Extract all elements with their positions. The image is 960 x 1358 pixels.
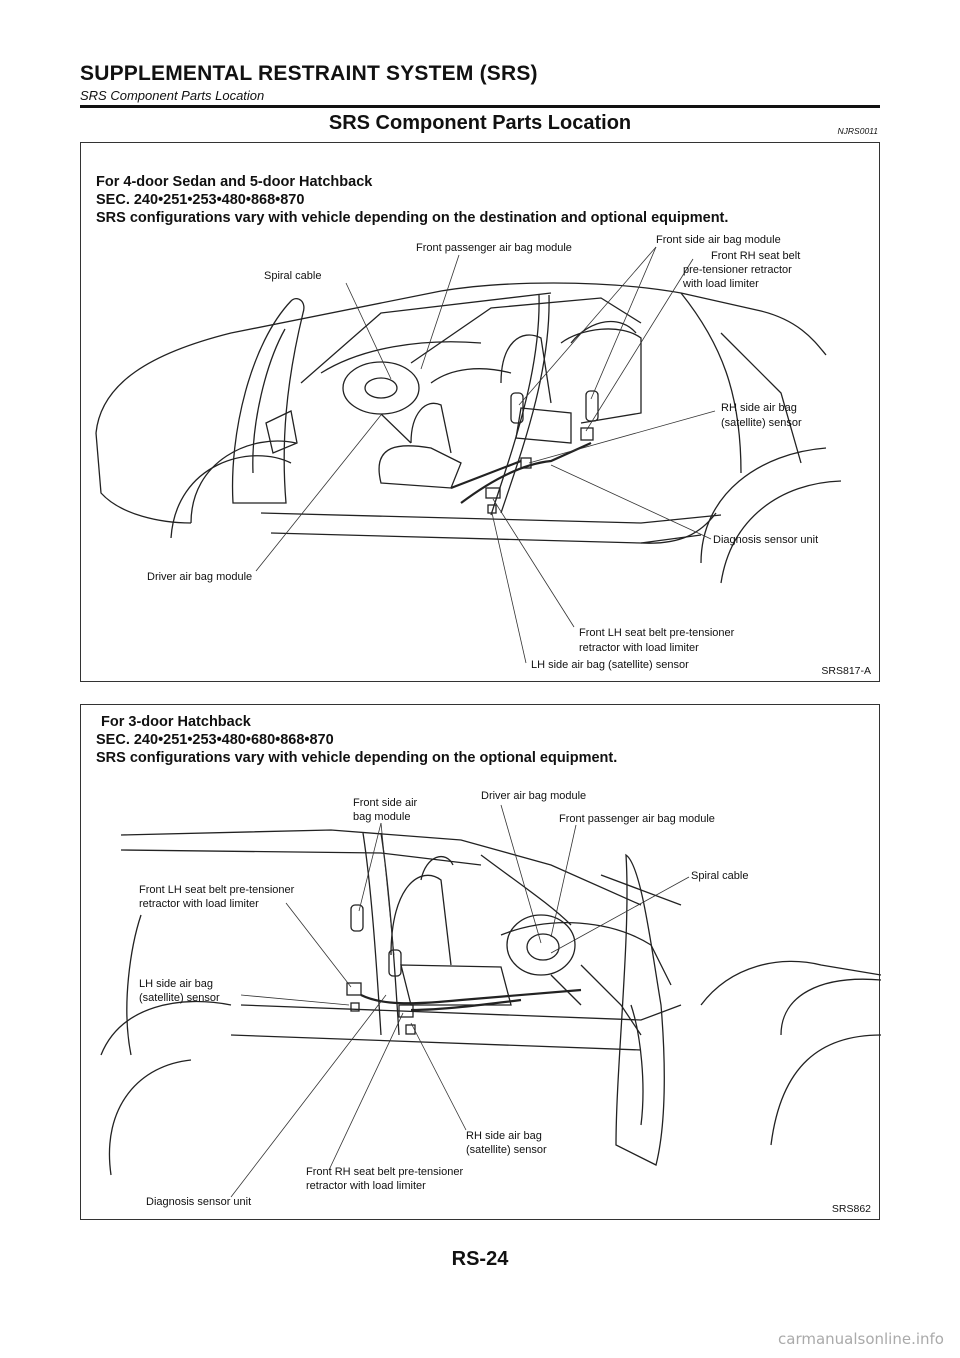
label-spiral-cable: Spiral cable xyxy=(264,270,321,282)
figure2-id: SRS862 xyxy=(831,1203,871,1215)
label-front-passenger-air-bag: Front passenger air bag module xyxy=(416,242,572,254)
watermark: carmanualsonline.info xyxy=(778,1330,944,1348)
label-diagnosis-sensor: Diagnosis sensor unit xyxy=(713,534,818,546)
label-lh-side-sensor-2: (satellite) sensor xyxy=(139,992,220,1004)
label-lh-side-sensor-1: LH side air bag xyxy=(139,978,213,990)
section-code: NJRS0011 xyxy=(837,126,878,136)
figure1-illustration: Spiral cable Front passenger air bag mod… xyxy=(95,234,842,671)
label-front-lh-belt-1: Front LH seat belt pre-tensioner xyxy=(579,627,735,639)
section-title: SRS Component Parts Location xyxy=(328,112,632,134)
header-divider xyxy=(80,105,880,108)
figure1-sec-numbers: SEC. 240•251•253•480•868•870 xyxy=(96,192,305,208)
label-rh-side-sensor-2: (satellite) sensor xyxy=(466,1144,547,1156)
label-front-passenger-air-bag: Front passenger air bag module xyxy=(559,813,715,825)
label-driver-air-bag: Driver air bag module xyxy=(147,571,252,583)
page-number: RS-24 xyxy=(451,1248,509,1270)
label-front-lh-belt-1: Front LH seat belt pre-tensioner xyxy=(139,884,295,896)
page-header-subtitle: SRS Component Parts Location xyxy=(80,88,265,103)
figure-3door-hatchback: For 3-door Hatchback SEC. 240•251•253•48… xyxy=(80,704,881,1220)
label-rh-side-sensor-1: RH side air bag xyxy=(466,1130,542,1142)
label-front-rh-belt-2: pre-tensioner retractor xyxy=(683,264,792,276)
label-diagnosis-sensor: Diagnosis sensor unit xyxy=(146,1196,251,1208)
figure2-sec-numbers: SEC. 240•251•253•480•680•868•870 xyxy=(96,732,334,748)
figure2-note: SRS configurations vary with vehicle dep… xyxy=(96,750,618,766)
figure-sedan-hatchback: For 4-door Sedan and 5-door Hatchback SE… xyxy=(80,142,880,682)
label-front-side-air-bag-2: bag module xyxy=(353,811,411,823)
figure1-id: SRS817-A xyxy=(821,665,871,677)
figure2-illustration: Front side air bag module Driver air bag… xyxy=(100,790,881,1208)
label-front-lh-belt-2: retractor with load limiter xyxy=(139,898,259,910)
label-front-rh-belt-1: Front RH seat belt pre-tensioner xyxy=(306,1166,463,1178)
label-rh-side-sensor-2: (satellite) sensor xyxy=(721,417,802,429)
label-front-side-air-bag: Front side air bag module xyxy=(656,234,781,246)
label-rh-side-sensor-1: RH side air bag xyxy=(721,402,797,414)
page-header-title: SUPPLEMENTAL RESTRAINT SYSTEM (SRS) xyxy=(80,62,538,85)
label-front-rh-belt-1: Front RH seat belt xyxy=(711,250,800,262)
label-front-rh-belt-2: retractor with load limiter xyxy=(306,1180,426,1192)
label-front-lh-belt-2: retractor with load limiter xyxy=(579,642,699,654)
label-spiral-cable: Spiral cable xyxy=(691,870,748,882)
label-driver-air-bag: Driver air bag module xyxy=(481,790,586,802)
figure2-heading: For 3-door Hatchback xyxy=(101,714,251,730)
label-front-rh-belt-3: with load limiter xyxy=(682,278,759,290)
figure1-heading: For 4-door Sedan and 5-door Hatchback xyxy=(96,174,373,190)
label-lh-side-sensor: LH side air bag (satellite) sensor xyxy=(531,659,689,671)
figure1-note: SRS configurations vary with vehicle dep… xyxy=(96,210,729,226)
label-front-side-air-bag-1: Front side air xyxy=(353,797,418,809)
